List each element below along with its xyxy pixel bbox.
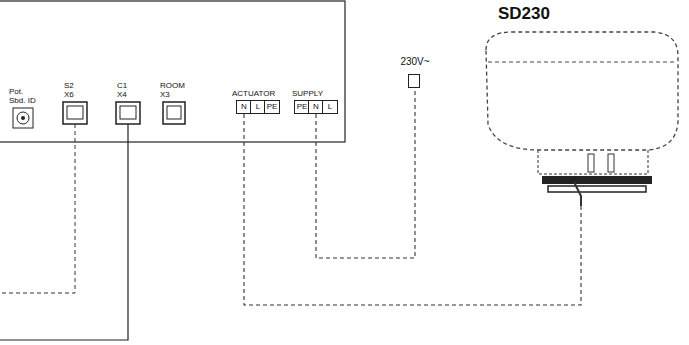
controller-box: Pot. Sbd. ID S2 X6 C1 X4 ROOM X3 ACTUATOR SUP… [0, 1, 345, 142]
terminal-label: L [251, 101, 265, 113]
voltage-label: 230V~ [392, 56, 438, 68]
sensor-wire [0, 124, 75, 293]
connector-label: Pot. Sbd. ID [9, 87, 39, 105]
model-title: SD230 [498, 4, 550, 24]
terminal-label: PE [265, 101, 279, 113]
connector-label: ROOM X3 [160, 81, 188, 99]
wire-connector [316, 90, 415, 258]
bus-cable [0, 124, 128, 340]
connector-label: S2 X6 [64, 81, 80, 99]
jack-connector [63, 102, 185, 124]
supply-plug-symbol [408, 74, 420, 88]
terminal-label: PE [295, 101, 309, 113]
actuator: SD230 [478, 4, 684, 206]
terminal-label: N [309, 101, 323, 113]
connector-label: C1 X4 [117, 81, 133, 99]
terminal-label: N [237, 101, 251, 113]
terminal-group-label: ACTUATOR [232, 89, 286, 98]
terminal-label: L [323, 101, 337, 113]
actuator-illustration [478, 4, 684, 206]
potentiometer-icon [13, 108, 33, 128]
terminal: PE [264, 100, 280, 114]
wire-connector [244, 114, 581, 305]
terminal: L [322, 100, 338, 114]
terminal-group-label: SUPPLY [292, 89, 336, 98]
controller-housing [0, 1, 345, 142]
supply-symbol: 230V~ [392, 56, 438, 90]
